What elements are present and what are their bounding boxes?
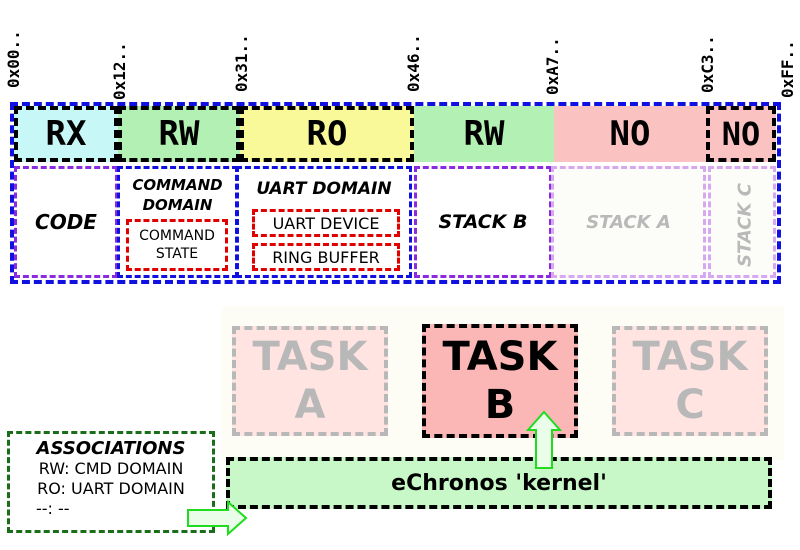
uart-domain-label: UART DOMAIN (256, 179, 392, 199)
permission-rx: RX (14, 106, 118, 162)
arrow-right-icon (187, 499, 248, 537)
stack-b-label: STACK B (438, 211, 528, 233)
command-state-box: COMMAND STATE (126, 219, 228, 271)
task-c: TASK C (612, 326, 768, 436)
region-code: CODE (14, 166, 118, 278)
region-code-label: CODE (35, 210, 97, 234)
ring-buffer-box: RING BUFFER (252, 243, 400, 271)
region-stack-a: STACK A (551, 166, 706, 278)
region-stack-c: STACK C (708, 166, 776, 278)
kernel-label: eChronos 'kernel' (391, 470, 607, 496)
associations-line-2: RO: UART DOMAIN (37, 479, 185, 498)
command-domain-label: COMMAND DOMAIN (132, 176, 223, 214)
arrow-up-icon (525, 410, 563, 469)
uart-device-box: UART DEVICE (252, 209, 400, 237)
associations-legend: ASSOCIATIONS RW: CMD DOMAIN RO: UART DOM… (7, 431, 215, 533)
task-a: TASK A (232, 326, 388, 436)
associations-line-1: RW: CMD DOMAIN (38, 459, 184, 478)
command-state-label: COMMAND STATE (139, 228, 215, 262)
memory-map (10, 102, 781, 284)
region-stack-b: STACK B (414, 166, 552, 278)
stack-a-label: STACK A (586, 211, 671, 233)
permission-no-stack-c: NO (706, 106, 776, 162)
ring-buffer-label: RING BUFFER (272, 247, 380, 267)
permission-no-stack-a: NO (554, 106, 706, 162)
associations-title: ASSOCIATIONS (36, 438, 186, 459)
permission-rw-cmd: RW (118, 106, 240, 162)
task-b: TASK B (422, 324, 578, 438)
region-uart-domain: UART DOMAIN UART DEVICE RING BUFFER (236, 166, 412, 278)
uart-device-label: UART DEVICE (272, 213, 380, 233)
permission-ro-uart: RO (240, 106, 414, 162)
associations-line-3: --: -- (36, 499, 70, 518)
kernel-bar: eChronos 'kernel' (226, 457, 772, 509)
permission-rw-stack-b: RW (414, 106, 554, 162)
